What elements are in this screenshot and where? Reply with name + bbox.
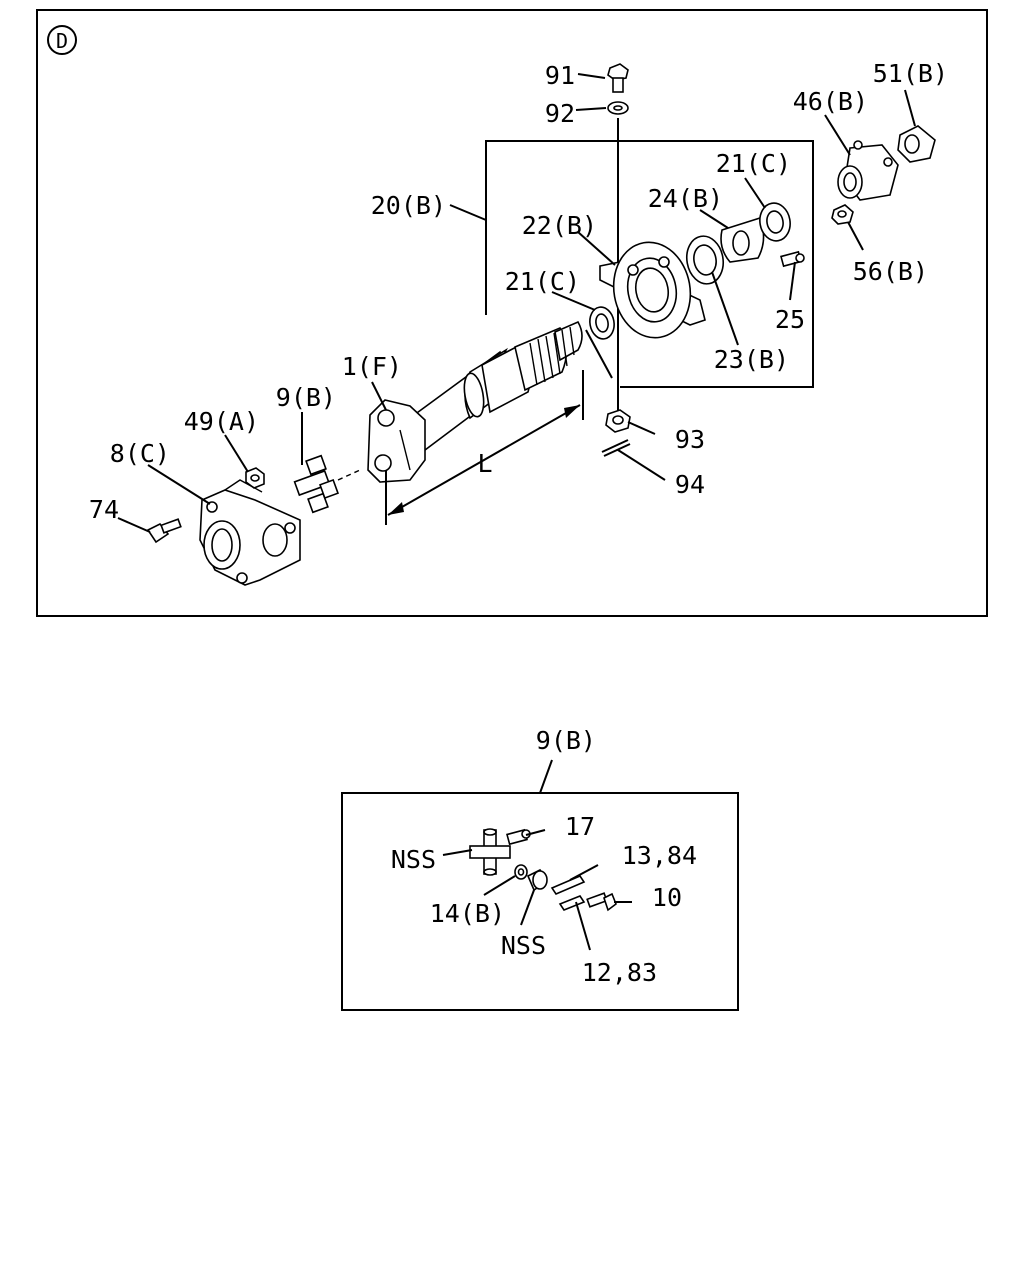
callout-20b: 20(B) — [371, 191, 446, 220]
grease-nipple-25 — [780, 250, 805, 268]
dimension-l: L — [385, 370, 584, 525]
callout-21c-right: 21(C) — [716, 149, 791, 178]
detail-callout-17: 17 — [565, 812, 595, 841]
callout-9b: 9(B) — [276, 383, 336, 412]
callout-93: 93 — [675, 425, 705, 454]
bolt-91 — [607, 63, 629, 93]
detail-callout-nss-top: NSS — [391, 845, 436, 874]
nut-51b — [897, 125, 936, 163]
callout-24b: 24(B) — [648, 184, 723, 213]
leader-lines-main — [117, 73, 916, 533]
detail-callout-14b: 14(B) — [430, 899, 505, 928]
bearing-housing-22b — [599, 241, 706, 339]
subassembly-outline-20b — [485, 140, 814, 388]
callout-8c: 8(C) — [110, 439, 170, 468]
callout-51b: 51(B) — [873, 59, 948, 88]
grease-nipple-17 — [506, 828, 531, 846]
flange-46b — [837, 140, 899, 201]
dimension-l-label: L — [477, 449, 492, 478]
bearing-cup — [526, 868, 548, 892]
universal-joint-main — [293, 454, 361, 514]
bolt-10 — [586, 892, 617, 912]
section-mark-letter: D — [56, 29, 68, 53]
plate-12-83 — [558, 895, 586, 911]
yoke-1f — [367, 399, 426, 483]
callout-74: 74 — [89, 495, 119, 524]
nut-49a — [245, 467, 265, 489]
leader-lines-detail — [442, 829, 632, 951]
callout-91: 91 — [545, 61, 575, 90]
detail-diagram-frame — [341, 792, 739, 1011]
detail-callout-12-83: 12,83 — [582, 958, 657, 987]
detail-title: 9(B) — [536, 726, 596, 755]
detail-title-leader — [539, 759, 553, 794]
seal-21c-left — [589, 306, 615, 340]
washer-92 — [607, 101, 629, 115]
callout-94: 94 — [675, 470, 705, 499]
seal-14b — [514, 864, 528, 880]
main-diagram-frame — [36, 9, 988, 617]
callout-25: 25 — [775, 305, 805, 334]
section-mark: D — [47, 25, 77, 55]
bolt-56b — [831, 204, 854, 225]
callout-92: 92 — [545, 99, 575, 128]
detail-callout-10: 10 — [652, 883, 682, 912]
callout-46b: 46(B) — [793, 87, 868, 116]
bolt-74 — [146, 518, 182, 544]
flange-8c — [199, 479, 301, 586]
callout-22b: 22(B) — [522, 211, 597, 240]
slinger-24b — [720, 217, 765, 263]
nut-93 — [605, 409, 631, 433]
callout-56b: 56(B) — [853, 257, 928, 286]
lock-plate-13-84 — [550, 875, 586, 895]
callout-23b: 23(B) — [714, 345, 789, 374]
cotter-pin-94 — [601, 439, 631, 457]
drive-shaft — [408, 320, 583, 452]
callout-1f: 1(F) — [342, 352, 402, 381]
detail-callout-13-84: 13,84 — [622, 841, 697, 870]
seal-21c-right — [759, 202, 791, 242]
callout-21c-left: 21(C) — [505, 267, 580, 296]
spider-cross — [469, 828, 511, 876]
bearing-23b — [685, 235, 725, 285]
detail-callout-nss-bottom: NSS — [501, 931, 546, 960]
callout-49a: 49(A) — [184, 407, 259, 436]
